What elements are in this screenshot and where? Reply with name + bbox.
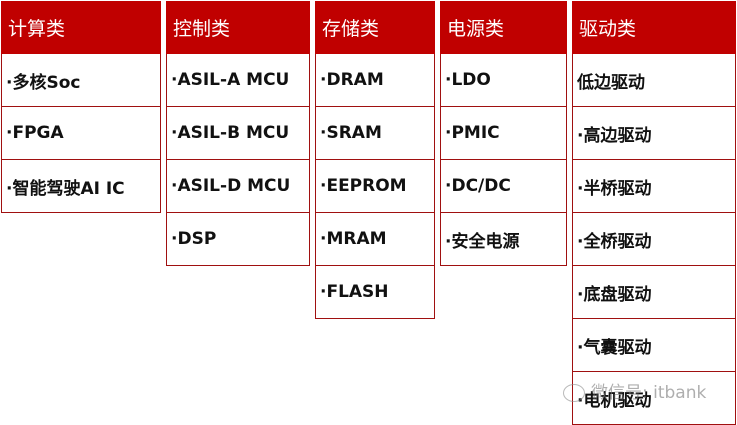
list-item: ·ASIL-B MCU (166, 107, 310, 160)
watermark-text: 微信号: itbank (591, 383, 707, 403)
category-column-storage: 存储类 ·DRAM ·SRAM ·EEPROM ·MRAM ·FLASH (315, 1, 435, 319)
list-item: ·ASIL-A MCU (166, 54, 310, 107)
list-item: ·LDO (440, 54, 567, 107)
list-item: ·底盘驱动 (572, 266, 736, 319)
list-item: ·ASIL-D MCU (166, 160, 310, 213)
list-item: ·多核Soc (1, 54, 161, 107)
list-item: ·FLASH (315, 266, 435, 319)
category-column-control: 控制类 ·ASIL-A MCU ·ASIL-B MCU ·ASIL-D MCU … (166, 1, 310, 266)
category-column-computing: 计算类 ·多核Soc ·FPGA ·智能驾驶AI IC (1, 1, 161, 213)
list-item: 低边驱动 (572, 54, 736, 107)
list-item: ·FPGA (1, 107, 161, 160)
list-item: ·DRAM (315, 54, 435, 107)
list-item: ·SRAM (315, 107, 435, 160)
column-header: 计算类 (1, 1, 161, 54)
column-header: 控制类 (166, 1, 310, 54)
list-item: ·PMIC (440, 107, 567, 160)
column-header: 驱动类 (572, 1, 736, 54)
list-item: ·全桥驱动 (572, 213, 736, 266)
list-item: ·MRAM (315, 213, 435, 266)
list-item: ·安全电源 (440, 213, 567, 266)
list-item: ·气囊驱动 (572, 319, 736, 372)
list-item: ·电机驱动 (572, 372, 736, 425)
column-header: 电源类 (440, 1, 567, 54)
wechat-icon (563, 384, 585, 402)
list-item: ·高边驱动 (572, 107, 736, 160)
watermark: 微信号: itbank (563, 378, 706, 403)
category-column-driver: 驱动类 低边驱动 ·高边驱动 ·半桥驱动 ·全桥驱动 ·底盘驱动 ·气囊驱动 ·… (572, 1, 736, 425)
list-item: ·智能驾驶AI IC (1, 160, 161, 213)
list-item: ·EEPROM (315, 160, 435, 213)
column-header: 存储类 (315, 1, 435, 54)
list-item: ·半桥驱动 (572, 160, 736, 213)
list-item: ·DSP (166, 213, 310, 266)
list-item: ·DC/DC (440, 160, 567, 213)
category-column-power: 电源类 ·LDO ·PMIC ·DC/DC ·安全电源 (440, 1, 567, 266)
